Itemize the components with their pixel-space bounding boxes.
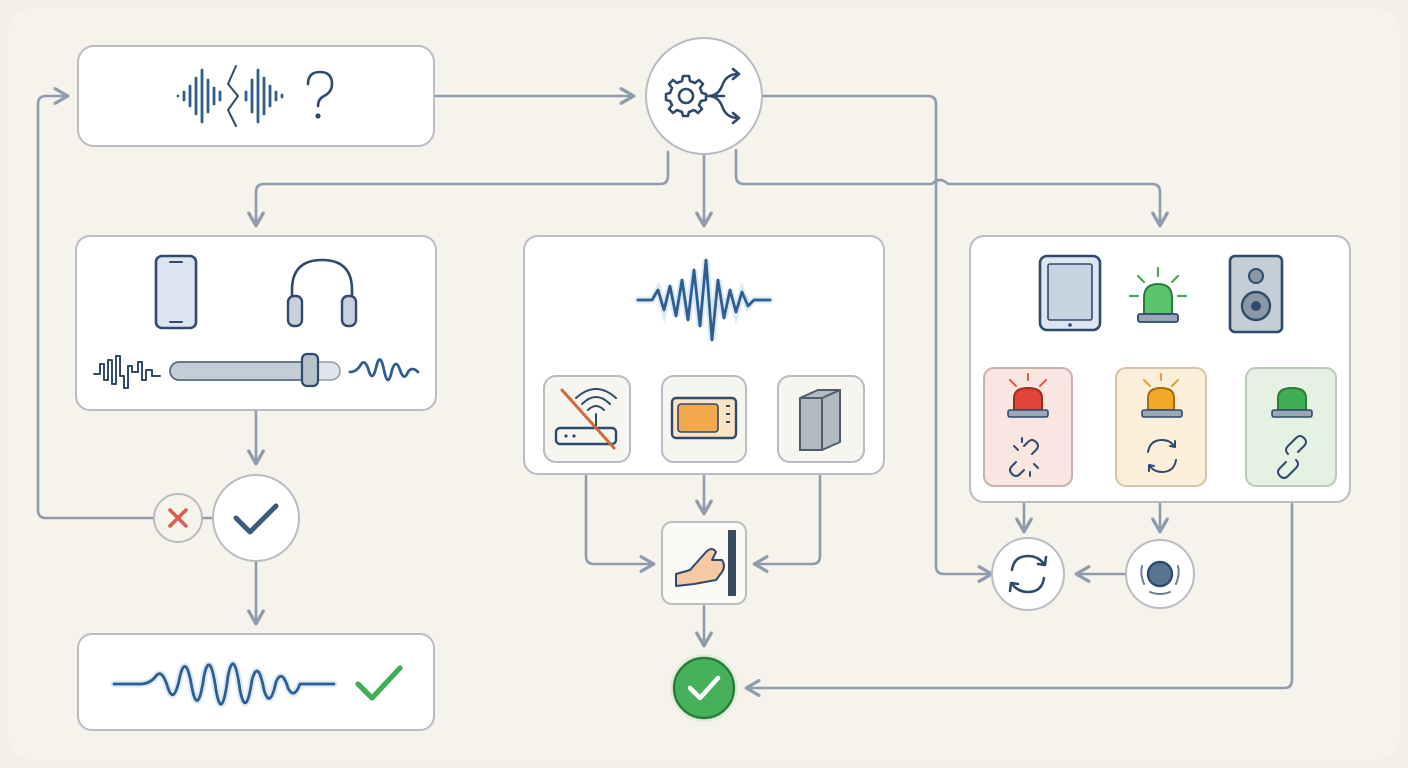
clean-wave-icon xyxy=(348,358,420,382)
green-beacon-link-icon xyxy=(1245,367,1337,487)
connectors xyxy=(36,87,1294,697)
edge-router-to-move-away xyxy=(584,474,656,573)
edge-wall-to-move-away xyxy=(752,474,822,573)
diagnose-circle xyxy=(645,37,763,155)
node-resolved xyxy=(670,654,738,722)
edge-diagnose-to-device-check xyxy=(247,150,670,228)
edge-connected-to-resolved xyxy=(744,502,1294,697)
gear-icon xyxy=(664,74,708,118)
press-button-icon xyxy=(1140,560,1180,595)
node-device-check xyxy=(75,235,437,411)
node-reset-button xyxy=(1125,539,1195,609)
clear-wave-icon xyxy=(110,660,338,708)
node-problem xyxy=(77,45,435,147)
hand-wall-icon xyxy=(675,530,736,596)
distorted-audio-wave-icon xyxy=(176,65,284,127)
smartphone-icon xyxy=(154,254,198,330)
edge-fail-loop-to-problem xyxy=(36,87,156,520)
node-decision xyxy=(153,474,300,562)
jagged-wave-icon xyxy=(634,258,774,342)
node-connection-status xyxy=(969,235,1351,503)
tablet-icon xyxy=(1038,254,1102,332)
speaker-icon xyxy=(1228,254,1284,334)
node-resync xyxy=(991,537,1065,611)
fail-x-icon[interactable] xyxy=(153,493,203,543)
check-icon xyxy=(355,665,403,701)
success-check-icon xyxy=(672,656,736,720)
router-crossed-icon xyxy=(543,375,631,463)
noisy-wave-icon xyxy=(93,355,161,389)
edge-diagnose-to-resync xyxy=(760,94,994,583)
amber-beacon-sync-icon xyxy=(1115,367,1207,487)
red-beacon-broken-link-icon xyxy=(983,367,1073,487)
question-mark-icon xyxy=(306,70,334,119)
node-resolved-audio xyxy=(77,633,435,731)
wall-block-icon xyxy=(777,375,865,463)
edge-diagnose-to-connection-status xyxy=(734,148,1169,228)
node-diagnose xyxy=(645,37,763,155)
node-interference xyxy=(523,235,885,475)
device-check-box xyxy=(75,235,437,411)
problem-box xyxy=(77,45,435,147)
green-beacon-icon xyxy=(1128,266,1188,323)
volume-slider-icon[interactable] xyxy=(169,352,341,388)
resolved-audio-box xyxy=(77,633,435,731)
refresh-icon xyxy=(1008,554,1048,594)
microwave-icon xyxy=(661,375,747,463)
pass-check-icon[interactable] xyxy=(212,474,300,562)
headphones-icon xyxy=(286,258,358,328)
branch-arrows-icon xyxy=(706,67,741,125)
node-move-away xyxy=(661,521,747,605)
